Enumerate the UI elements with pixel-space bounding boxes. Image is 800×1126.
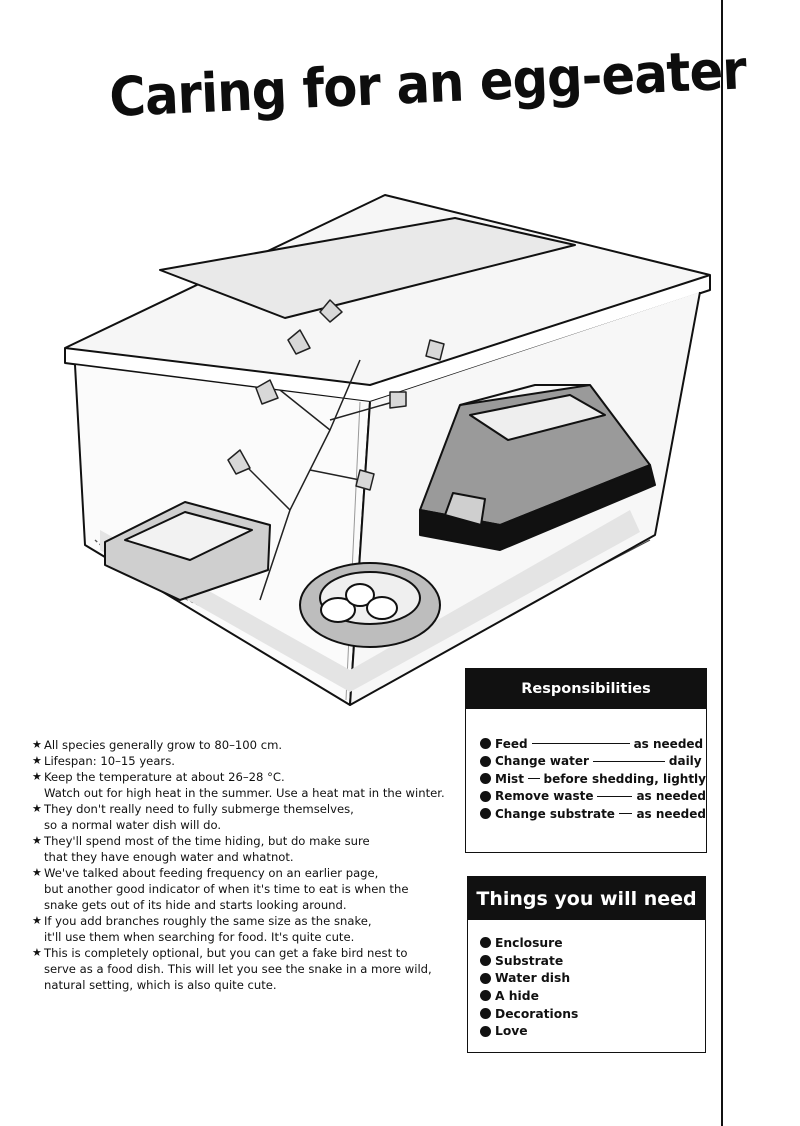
star-icon: ★	[32, 834, 42, 847]
bullet-icon	[480, 990, 491, 1002]
list-item: Remove waste as needed	[480, 788, 706, 806]
responsibilities-panel: Responsibilities Feed as needed Change wa…	[465, 668, 707, 853]
care-note: ★Lifespan: 10–15 years.	[32, 754, 175, 768]
bullet-icon	[480, 955, 491, 967]
star-icon: ★	[32, 802, 42, 815]
star-icon: ★	[32, 754, 42, 767]
responsibilities-list: Feed as needed Change water daily Mist befo…	[466, 709, 706, 823]
task-label: Change water	[495, 754, 589, 769]
leader-line	[592, 760, 665, 762]
things-needed-heading: Things you will need	[468, 877, 705, 920]
enclosure-illustration	[64, 194, 711, 706]
list-item: Feed as needed	[480, 735, 706, 753]
bullet-icon	[480, 773, 491, 785]
task-label: Change substrate	[495, 806, 615, 821]
item-label: Love	[495, 1024, 528, 1039]
things-needed-list: Enclosure Substrate Water dish A hide De…	[468, 920, 705, 1040]
item-label: Substrate	[495, 953, 564, 968]
star-icon: ★	[32, 914, 42, 927]
water-dish	[104, 501, 271, 601]
list-item: Decorations	[480, 1005, 705, 1023]
task-label: Feed	[495, 736, 528, 751]
list-item: Love	[480, 1022, 705, 1040]
bullet-icon	[480, 1008, 491, 1020]
list-item: Substrate	[480, 952, 705, 970]
bullet-icon	[480, 790, 491, 802]
item-label: A hide	[495, 988, 539, 1003]
list-item: Enclosure	[480, 934, 705, 952]
bullet-icon	[480, 755, 491, 767]
care-note: ★We've talked about feeding frequency on…	[32, 866, 409, 912]
frequency-label: daily	[668, 754, 702, 769]
list-item: A hide	[480, 987, 705, 1005]
bullet-icon	[480, 808, 491, 820]
list-item: Water dish	[480, 969, 705, 987]
bullet-icon	[480, 1025, 491, 1037]
leader-line	[618, 813, 633, 815]
things-needed-panel: Things you will need Enclosure Substrate…	[467, 876, 706, 1053]
page-title: Caring for an egg-eater	[108, 38, 748, 129]
item-label: Decorations	[495, 1006, 579, 1021]
task-label: Remove waste	[495, 789, 594, 804]
task-label: Mist	[495, 771, 524, 786]
frequency-label: before shedding, lightly	[543, 771, 706, 786]
bird-nest	[299, 562, 441, 648]
care-note: ★Keep the temperature at about 26–28 °C.…	[32, 770, 445, 800]
list-item: Change substrate as needed	[480, 805, 706, 823]
frequency-label: as needed	[633, 736, 704, 751]
frequency-label: as needed	[636, 789, 706, 804]
star-icon: ★	[32, 738, 42, 751]
care-note: ★If you add branches roughly the same si…	[32, 914, 372, 944]
bullet-icon	[480, 972, 491, 984]
care-note: ★They don't really need to fully submerg…	[32, 802, 354, 832]
hide	[419, 384, 656, 551]
care-note: ★They'll spend most of the time hiding, …	[32, 834, 370, 864]
leader-line	[527, 778, 540, 780]
care-note: ★All species generally grow to 80–100 cm…	[32, 738, 283, 752]
responsibilities-heading: Responsibilities	[466, 669, 706, 709]
list-item: Mist before shedding, lightly	[480, 770, 706, 788]
item-label: Enclosure	[495, 935, 563, 950]
care-note: ★This is completely optional, but you ca…	[32, 946, 432, 992]
item-label: Water dish	[495, 971, 571, 986]
star-icon: ★	[32, 866, 42, 879]
star-icon: ★	[32, 946, 42, 959]
page-edge-line	[721, 0, 723, 1126]
list-item: Change water daily	[480, 753, 706, 771]
leader-line	[597, 795, 633, 797]
leader-line	[531, 743, 630, 745]
bullet-icon	[480, 738, 491, 750]
star-icon: ★	[32, 770, 42, 783]
decorative-plant	[227, 299, 445, 601]
bullet-icon	[480, 937, 491, 949]
frequency-label: as needed	[636, 806, 706, 821]
care-notes: ★All species generally grow to 80–100 cm…	[32, 737, 452, 993]
